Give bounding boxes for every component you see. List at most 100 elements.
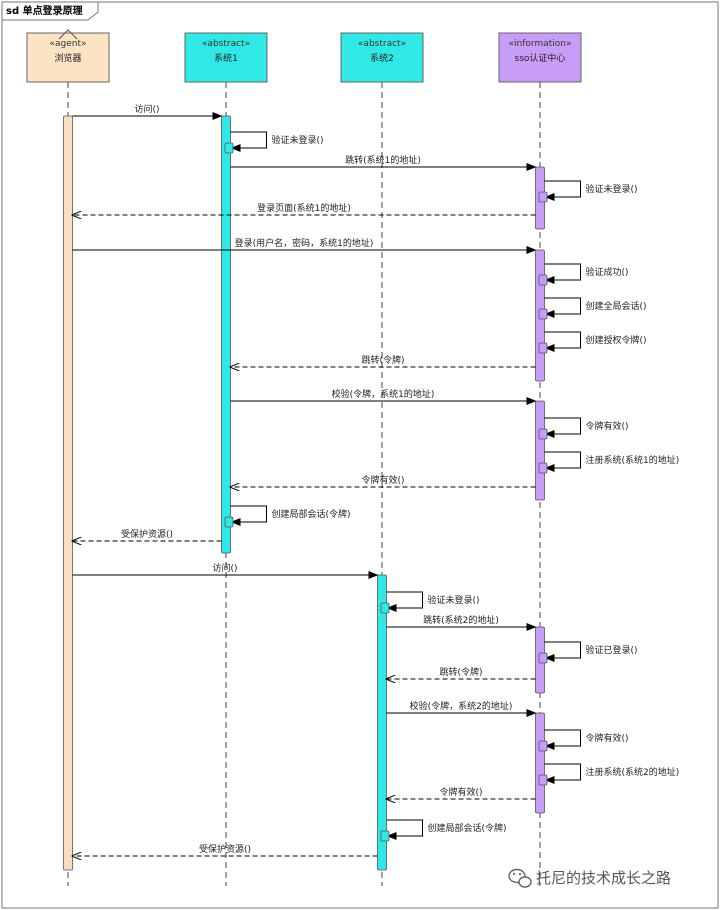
nested-activation	[224, 142, 234, 154]
message-label: 登录(用户名，密码，系统1的地址)	[235, 237, 374, 249]
lifeline-header-box	[498, 32, 582, 83]
lifeline-header-box	[184, 32, 268, 83]
message-label: 令牌有效()	[439, 786, 482, 798]
self-message-arrow	[544, 641, 581, 662]
lifeline-name: 系统1	[214, 52, 238, 64]
nested-activation	[538, 342, 548, 354]
message-25: 令牌有效()	[387, 786, 536, 799]
nested-activation	[380, 602, 390, 614]
message-26: 创建局部会话(令牌)	[380, 819, 507, 842]
message-16: 受保护资源()	[73, 528, 222, 541]
watermark: 托尼的技术成长之路	[508, 868, 671, 888]
self-message-label: 创建授权令牌()	[586, 334, 647, 346]
message-3: 跳转(系统1的地址)	[230, 154, 537, 171]
message-10: 跳转(令牌)	[231, 354, 536, 367]
message-label: 跳转(令牌)	[361, 354, 404, 366]
message-label: 令牌有效()	[361, 474, 404, 486]
message-22: 校验(令牌，系统2的地址)	[386, 700, 537, 717]
wechat-icon	[508, 868, 532, 888]
self-message-label: 创建局部会话(令牌)	[428, 822, 507, 834]
message-label: 跳转(令牌)	[439, 666, 482, 678]
lifeline-name: 浏览器	[54, 52, 81, 64]
message-14: 令牌有效()	[231, 474, 536, 487]
self-message-arrow	[544, 763, 581, 784]
message-11: 校验(令牌，系统1的地址)	[230, 388, 537, 405]
activation-bar-browser	[63, 115, 73, 871]
message-4: 验证未登录()	[538, 180, 638, 203]
message-5: 登录页面(系统1的地址)	[73, 202, 536, 215]
agent-roof-icon	[58, 29, 78, 40]
message-19: 跳转(系统2的地址)	[386, 614, 537, 631]
lifeline-stereotype: «information»	[509, 39, 572, 49]
message-24: 注册系统(系统2的地址)	[538, 763, 680, 786]
nested-activation	[538, 774, 548, 786]
self-message-arrow	[386, 819, 423, 840]
self-message-arrow	[230, 131, 267, 152]
lifeline-header-box	[340, 32, 424, 83]
self-message-label: 令牌有效()	[586, 732, 629, 744]
lifeline-name: sso认证中心	[515, 52, 566, 64]
message-label: 跳转(系统1的地址)	[345, 154, 421, 166]
message-7: 验证成功()	[538, 263, 629, 286]
self-message-label: 验证未登录()	[586, 183, 638, 195]
self-message-label: 验证未登录()	[428, 594, 480, 606]
nested-activation	[538, 308, 548, 320]
activation-bar-sys1	[221, 115, 231, 554]
lifeline-name: 系统2	[370, 52, 394, 64]
self-message-arrow	[386, 591, 423, 612]
message-label: 受保护资源()	[199, 843, 251, 855]
self-message-label: 令牌有效()	[586, 420, 629, 432]
message-17: 访问()	[72, 562, 379, 579]
activation-bar-sso	[535, 400, 545, 501]
self-message-label: 验证已登录()	[586, 644, 638, 656]
message-label: 校验(令牌，系统1的地址)	[332, 388, 435, 400]
message-label: 受保护资源()	[121, 528, 173, 540]
self-message-label: 注册系统(系统1的地址)	[586, 454, 680, 466]
lifeline-header-box	[26, 32, 110, 83]
self-message-label: 创建全局会话()	[586, 300, 647, 312]
message-9: 创建授权令牌()	[538, 331, 647, 354]
self-message-arrow	[544, 729, 581, 750]
message-13: 注册系统(系统1的地址)	[538, 451, 680, 474]
message-label: 登录页面(系统1的地址)	[257, 202, 351, 214]
message-label: 校验(令牌，系统2的地址)	[410, 700, 513, 712]
self-message-label: 验证未登录()	[272, 134, 324, 146]
lifeline-sys2: «abstract»系统2	[340, 32, 424, 886]
message-15: 创建局部会话(令牌)	[224, 505, 351, 528]
message-12: 令牌有效()	[538, 417, 629, 440]
nested-activation	[538, 274, 548, 286]
self-message-label: 验证成功()	[586, 266, 629, 278]
activation-bar-sys2	[377, 574, 387, 871]
self-message-arrow	[544, 297, 581, 318]
message-23: 令牌有效()	[538, 729, 629, 752]
message-18: 验证未登录()	[380, 591, 480, 614]
message-8: 创建全局会话()	[538, 297, 647, 320]
self-message-arrow	[544, 263, 581, 284]
self-message-arrow	[544, 451, 581, 472]
nested-activation	[538, 428, 548, 440]
self-message-arrow	[544, 180, 581, 201]
nested-activation	[538, 462, 548, 474]
self-message-arrow	[230, 505, 267, 526]
watermark-text: 托尼的技术成长之路	[536, 869, 671, 887]
message-27: 受保护资源()	[73, 843, 378, 856]
message-6: 登录(用户名，密码，系统1的地址)	[72, 237, 537, 254]
message-label: 访问()	[212, 562, 237, 574]
activation-bar-sso	[535, 712, 545, 814]
message-label: 访问()	[134, 103, 159, 115]
message-20: 验证已登录()	[538, 641, 638, 664]
message-21: 跳转(令牌)	[387, 666, 536, 679]
self-message-label: 创建局部会话(令牌)	[272, 508, 351, 520]
self-message-arrow	[544, 331, 581, 352]
nested-activation	[538, 191, 548, 203]
frame-title: sd 单点登录原理	[6, 4, 83, 17]
self-message-label: 注册系统(系统2的地址)	[586, 766, 680, 778]
nested-activation	[538, 740, 548, 752]
nested-activation	[538, 652, 548, 664]
message-1: 访问()	[72, 103, 223, 120]
lifeline-stereotype: «abstract»	[202, 39, 250, 49]
self-message-arrow	[544, 417, 581, 438]
